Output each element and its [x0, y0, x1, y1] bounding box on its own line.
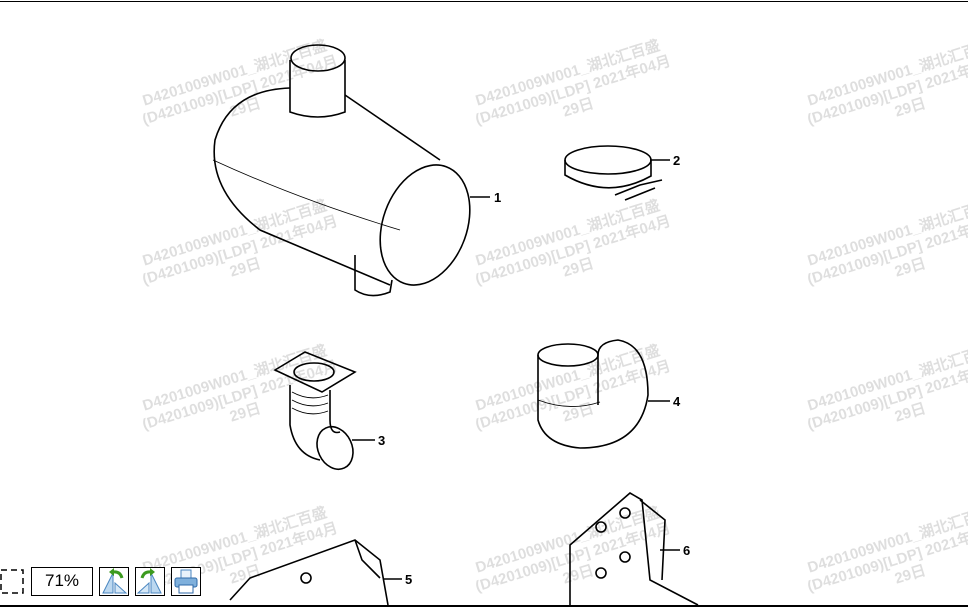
part-1-air-filter: 1 [212, 44, 501, 297]
fit-page-button[interactable] [0, 566, 25, 596]
callout-1: 1 [494, 190, 501, 205]
printer-icon [174, 569, 198, 593]
callout-3: 3 [378, 433, 385, 448]
callout-5: 5 [405, 572, 412, 587]
callout-4: 4 [673, 394, 681, 409]
zoom-level-display[interactable]: 71% [31, 566, 93, 596]
rotate-left-icon [102, 567, 128, 593]
viewer-toolbar: 71% [0, 565, 201, 597]
callout-6: 6 [683, 543, 690, 558]
print-button[interactable] [171, 566, 201, 596]
part-3-elbow-bellows: 3 [273, 351, 385, 470]
rotate-right-button[interactable] [135, 566, 165, 596]
part-6-bracket: 6 [569, 492, 699, 606]
bottom-border [0, 605, 968, 607]
part-2-hose-clamp: 2 [564, 145, 680, 201]
part-4-rubber-elbow: 4 [537, 339, 681, 449]
top-border [0, 1, 968, 2]
part-5-bracket: 5 [229, 539, 412, 606]
rotate-right-icon [136, 567, 162, 593]
fit-page-icon [0, 568, 24, 594]
rotate-left-button[interactable] [99, 566, 129, 596]
callout-2: 2 [673, 153, 680, 168]
